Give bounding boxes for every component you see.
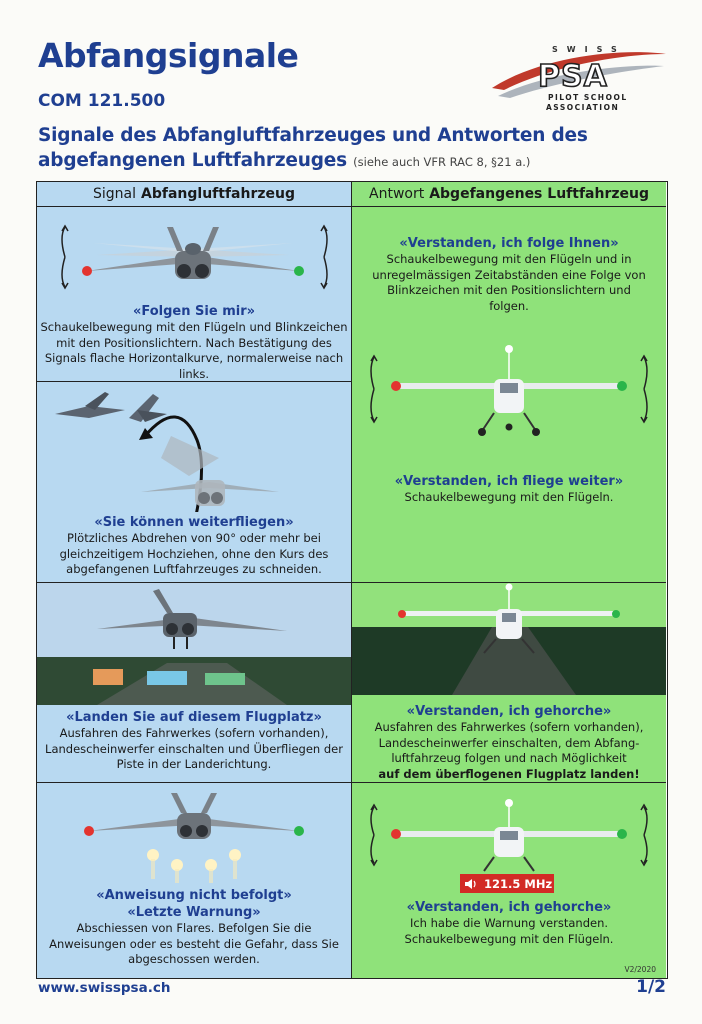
answer-text-follow: «Verstanden, ich folge Ihnen» Schaukelbe… (352, 235, 666, 314)
version-label: V2/2020 (624, 965, 656, 974)
signal-desc-land: Ausfahren des Fahrwerkes (sofern vorhand… (45, 726, 343, 771)
answer-cell-land: «Verstanden, ich gehorche» Ausfahren des… (352, 583, 666, 783)
answer-cell-follow: «Verstanden, ich folge Ihnen» Schaukelbe… (352, 207, 666, 583)
answer-title-follow: «Verstanden, ich folge Ihnen» (399, 236, 619, 251)
signal-title-warning: «Anweisung nicht befolgt» (96, 888, 292, 903)
answer-text-warning: «Verstanden, ich gehorche» Ich habe die … (352, 899, 666, 947)
signal-text-continue: «Sie können weiterfliegen» Plötzliches A… (37, 514, 351, 578)
subtitle-text: Signale des Abfangluftfahrzeuges und Ant… (38, 125, 588, 171)
logo-line1: PILOT SCHOOL (548, 93, 628, 102)
signal-title-follow: «Folgen Sie mir» (132, 304, 255, 319)
jet-runway-icon (37, 583, 351, 705)
answer-desc-land: Ausfahren des Fahrwerkes (sofern vorhand… (374, 720, 644, 765)
jet-flares-icon (84, 793, 304, 883)
answer-cell-warning: 121.5 MHz «Verstanden, ich gehorche» Ich… (352, 783, 666, 978)
signal-text-land: «Landen Sie auf diesem Flugplatz» Ausfah… (37, 709, 351, 773)
swiss-psa-logo: SWISS PSA PILOT SCHOOL ASSOCIATION (492, 45, 666, 112)
signal-desc-follow: Schaukelbewegung mit den Flügeln und Bli… (40, 320, 348, 381)
column-header-signal-bold: Abfangluftfahrzeug (141, 186, 295, 202)
answer-text-continue: «Verstanden, ich fliege weiter» Schaukel… (352, 473, 666, 506)
signal-desc-warning: Abschiessen von Flares. Befolgen Sie die… (49, 921, 339, 966)
page-subtitle: Signale des Abfangluftfahrzeuges und Ant… (38, 123, 678, 175)
signal-cell-continue: «Sie können weiterfliegen» Plötzliches A… (37, 382, 352, 583)
page-number: 1/2 (636, 977, 666, 997)
frequency-label: COM 121.500 (38, 91, 166, 111)
answer-desc-follow: Schaukelbewegung mit den Flügeln und in … (372, 252, 646, 313)
signal-cell-land: «Landen Sie auf diesem Flugplatz» Ausfah… (37, 583, 352, 783)
column-header-signal-prefix: Signal (93, 186, 137, 202)
logo-name: PSA (538, 59, 608, 94)
answer-emphasis-land: auf dem überflogenen Flugplatz landen! (378, 766, 640, 781)
answer-title-warning: «Verstanden, ich gehorche» (406, 900, 612, 915)
jet-breakaway-icon (55, 392, 279, 512)
signal-title-land: «Landen Sie auf diesem Flugplatz» (66, 710, 322, 725)
signal-title-continue: «Sie können weiterfliegen» (94, 515, 294, 530)
subtitle-reference: (siehe auch VFR RAC 8, §21 a.) (353, 155, 531, 169)
answer-text-land: «Verstanden, ich gehorche» Ausfahren des… (352, 703, 666, 782)
page-title: Abfangsignale (38, 36, 299, 75)
cessna-front-icon (370, 345, 648, 436)
answer-desc-continue: Schaukelbewegung mit den Flügeln. (404, 490, 614, 504)
cessna-front-warning-icon (370, 799, 648, 872)
answer-title-continue: «Verstanden, ich fliege weiter» (394, 474, 624, 489)
signal-desc-continue: Plötzliches Abdrehen von 90° oder mehr b… (59, 531, 329, 576)
signal-cell-follow: «Folgen Sie mir» Schaukelbewegung mit de… (37, 207, 352, 382)
website-link[interactable]: www.swisspsa.ch (38, 980, 171, 996)
column-header-answer-bold: Abgefangenes Luftfahrzeug (429, 186, 649, 202)
signal-cell-warning: «Anweisung nicht befolgt» «Letzte Warnun… (37, 783, 352, 978)
cessna-runway-icon (352, 583, 666, 695)
signal-title-last-warning: «Letzte Warnung» (127, 905, 261, 920)
column-header-answer-prefix: Antwort (369, 186, 425, 202)
jet-front-icon (61, 224, 328, 290)
answer-title-land: «Verstanden, ich gehorche» (406, 704, 612, 719)
logo-line2: ASSOCIATION (546, 103, 619, 112)
frequency-badge: 121.5 MHz (460, 874, 554, 893)
signal-text-warning: «Anweisung nicht befolgt» «Letzte Warnun… (37, 887, 351, 968)
signal-text-follow: «Folgen Sie mir» Schaukelbewegung mit de… (37, 303, 351, 381)
logo-top-text: SWISS (552, 45, 626, 54)
frequency-badge-label: 121.5 MHz (484, 876, 553, 891)
speaker-icon (465, 878, 476, 889)
answer-desc-warning: Ich habe die Warnung verstanden. Schauke… (404, 916, 614, 946)
